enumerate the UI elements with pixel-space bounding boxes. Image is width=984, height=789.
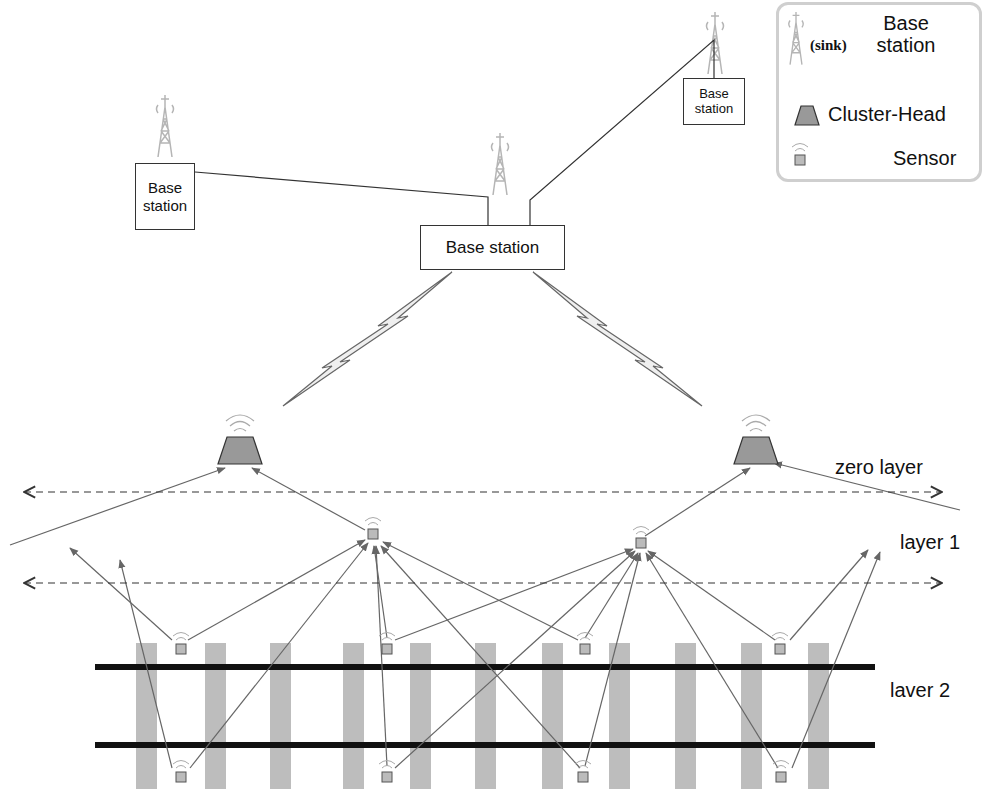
antenna-waves [226, 415, 254, 431]
backhaul-link [530, 40, 714, 225]
legend-item: Sensor [893, 147, 956, 169]
antenna-waves [379, 761, 395, 769]
sensor-symbol [773, 761, 789, 783]
sensor-body [580, 644, 590, 654]
layer-label: zero layer [835, 456, 923, 478]
antenna-waves [577, 633, 593, 641]
sensor-body [776, 772, 786, 782]
layer-label: layer 1 [900, 531, 960, 553]
legend-text: Sensor [893, 147, 956, 169]
sensor-body [578, 772, 588, 782]
data-arrow [376, 546, 387, 766]
data-arrow [188, 540, 365, 640]
antenna-waves [575, 761, 591, 769]
sensor-body [775, 644, 785, 654]
node-text: Base station [446, 238, 540, 258]
sensor-body [382, 772, 392, 782]
rail [95, 742, 875, 748]
tower-lattice [707, 12, 724, 74]
wireless-link [283, 272, 452, 406]
data-arrow [383, 542, 578, 640]
antenna-waves [173, 761, 189, 769]
layer-divider [24, 491, 942, 492]
tower-lattice [157, 95, 174, 157]
antenna-waves [365, 518, 381, 526]
tower-symbol [707, 12, 724, 74]
cluster-head-body [218, 437, 262, 464]
sensors [173, 518, 789, 783]
cluster-head-symbol [734, 415, 778, 464]
sensor-symbol [575, 761, 591, 783]
data-arrow [648, 551, 775, 640]
layer-divider [24, 582, 942, 583]
sensor-symbol [633, 527, 649, 549]
tower-lattice [492, 133, 509, 195]
backhaul-link [195, 172, 488, 225]
cluster-head-symbol [218, 415, 262, 464]
data-arrow [10, 468, 225, 545]
legend-sensor-icon [792, 144, 808, 166]
node-text: Base station [687, 87, 741, 117]
rail [95, 664, 875, 670]
legend-tower-icon [789, 12, 803, 65]
legend-item: Base station [860, 12, 952, 56]
sensor-body [368, 529, 378, 539]
sensor-symbol [379, 761, 395, 783]
legend-item: Cluster-Head [828, 103, 946, 125]
tower-symbol [492, 133, 509, 195]
legend-text: Base station [860, 12, 952, 56]
wireless-link [533, 272, 702, 406]
antenna-waves [633, 527, 649, 535]
antenna-waves [772, 633, 788, 641]
antenna-waves [792, 144, 808, 152]
sensor-body [382, 644, 392, 654]
base-station-box: Base station [135, 163, 195, 230]
sensor-body [795, 155, 805, 165]
base-station-box: Base station [420, 225, 565, 270]
sensor-symbol [173, 633, 189, 655]
data-arrow [792, 552, 880, 768]
legend-text: Cluster-Head [828, 103, 946, 125]
legend-cluster-head-icon [795, 106, 819, 125]
data-arrow [120, 560, 172, 768]
sensor-body [176, 772, 186, 782]
data-arrow [645, 468, 750, 536]
antenna-waves [379, 633, 395, 641]
sensor-body [636, 538, 646, 548]
sensor-symbol [577, 633, 593, 655]
data-arrow [585, 553, 638, 638]
sensor-symbol [772, 633, 788, 655]
tower-symbol [157, 95, 174, 157]
sensor-symbol [365, 518, 381, 540]
data-arrow [790, 550, 868, 640]
sink-label: (sink) [810, 37, 847, 54]
node-text: Base station [139, 179, 191, 214]
data-arrow [585, 553, 640, 766]
data-arrow [190, 543, 368, 768]
antenna-waves [173, 633, 189, 641]
layer-label: laver 2 [890, 679, 950, 701]
data-arrow [395, 549, 633, 640]
data-arrows [10, 463, 960, 768]
cluster-head-body [734, 437, 778, 464]
sensor-symbol [173, 761, 189, 783]
antenna-waves [742, 415, 770, 431]
antenna-waves [773, 761, 789, 769]
data-arrow [646, 553, 778, 768]
sensor-body [176, 644, 186, 654]
data-arrow [381, 546, 580, 768]
sensor-symbol [379, 633, 395, 655]
tower-lattice [789, 12, 803, 65]
data-arrow [252, 468, 365, 530]
base-station-box: Base station [683, 78, 745, 125]
data-arrow [395, 551, 635, 768]
